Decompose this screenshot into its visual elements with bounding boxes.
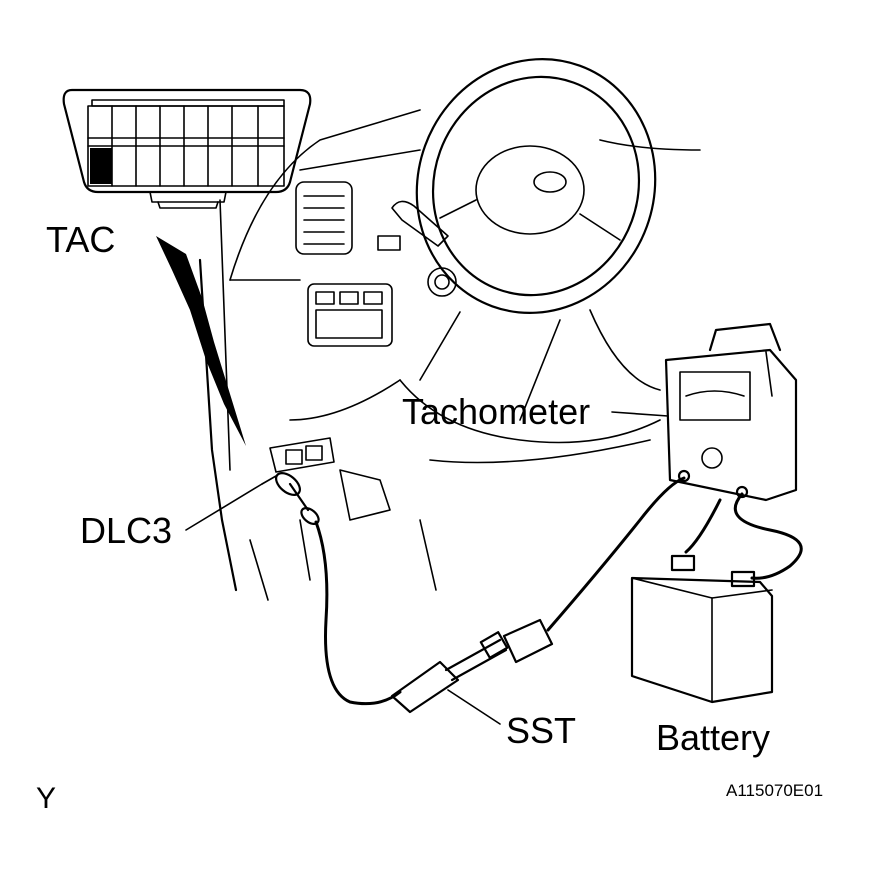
dlc3-connector-inset — [62, 88, 312, 209]
probe-cable — [314, 520, 402, 706]
dlc3-probe — [261, 472, 320, 526]
tachometer-device — [664, 322, 798, 502]
tac-label: TAC — [46, 219, 115, 260]
view-mark-label: Y — [36, 782, 56, 815]
tachometer-leader-line — [611, 411, 669, 417]
sst-label: SST — [506, 710, 576, 751]
figure-code-label: A115070E01 — [726, 781, 823, 800]
dlc3-leader-line — [185, 483, 263, 531]
sst-leader-line — [447, 689, 501, 725]
tachometer-cable — [546, 476, 686, 632]
tachometer-label: Tachometer — [402, 391, 590, 432]
dashboard-drawing — [198, 58, 701, 601]
dlc3-label: DLC3 — [80, 510, 172, 551]
battery-clip-leads — [733, 492, 803, 580]
battery-label: Battery — [656, 717, 770, 758]
tac-terminal — [90, 148, 112, 184]
sst-adapter — [390, 618, 554, 714]
tac-pointer-arrow — [156, 236, 246, 446]
